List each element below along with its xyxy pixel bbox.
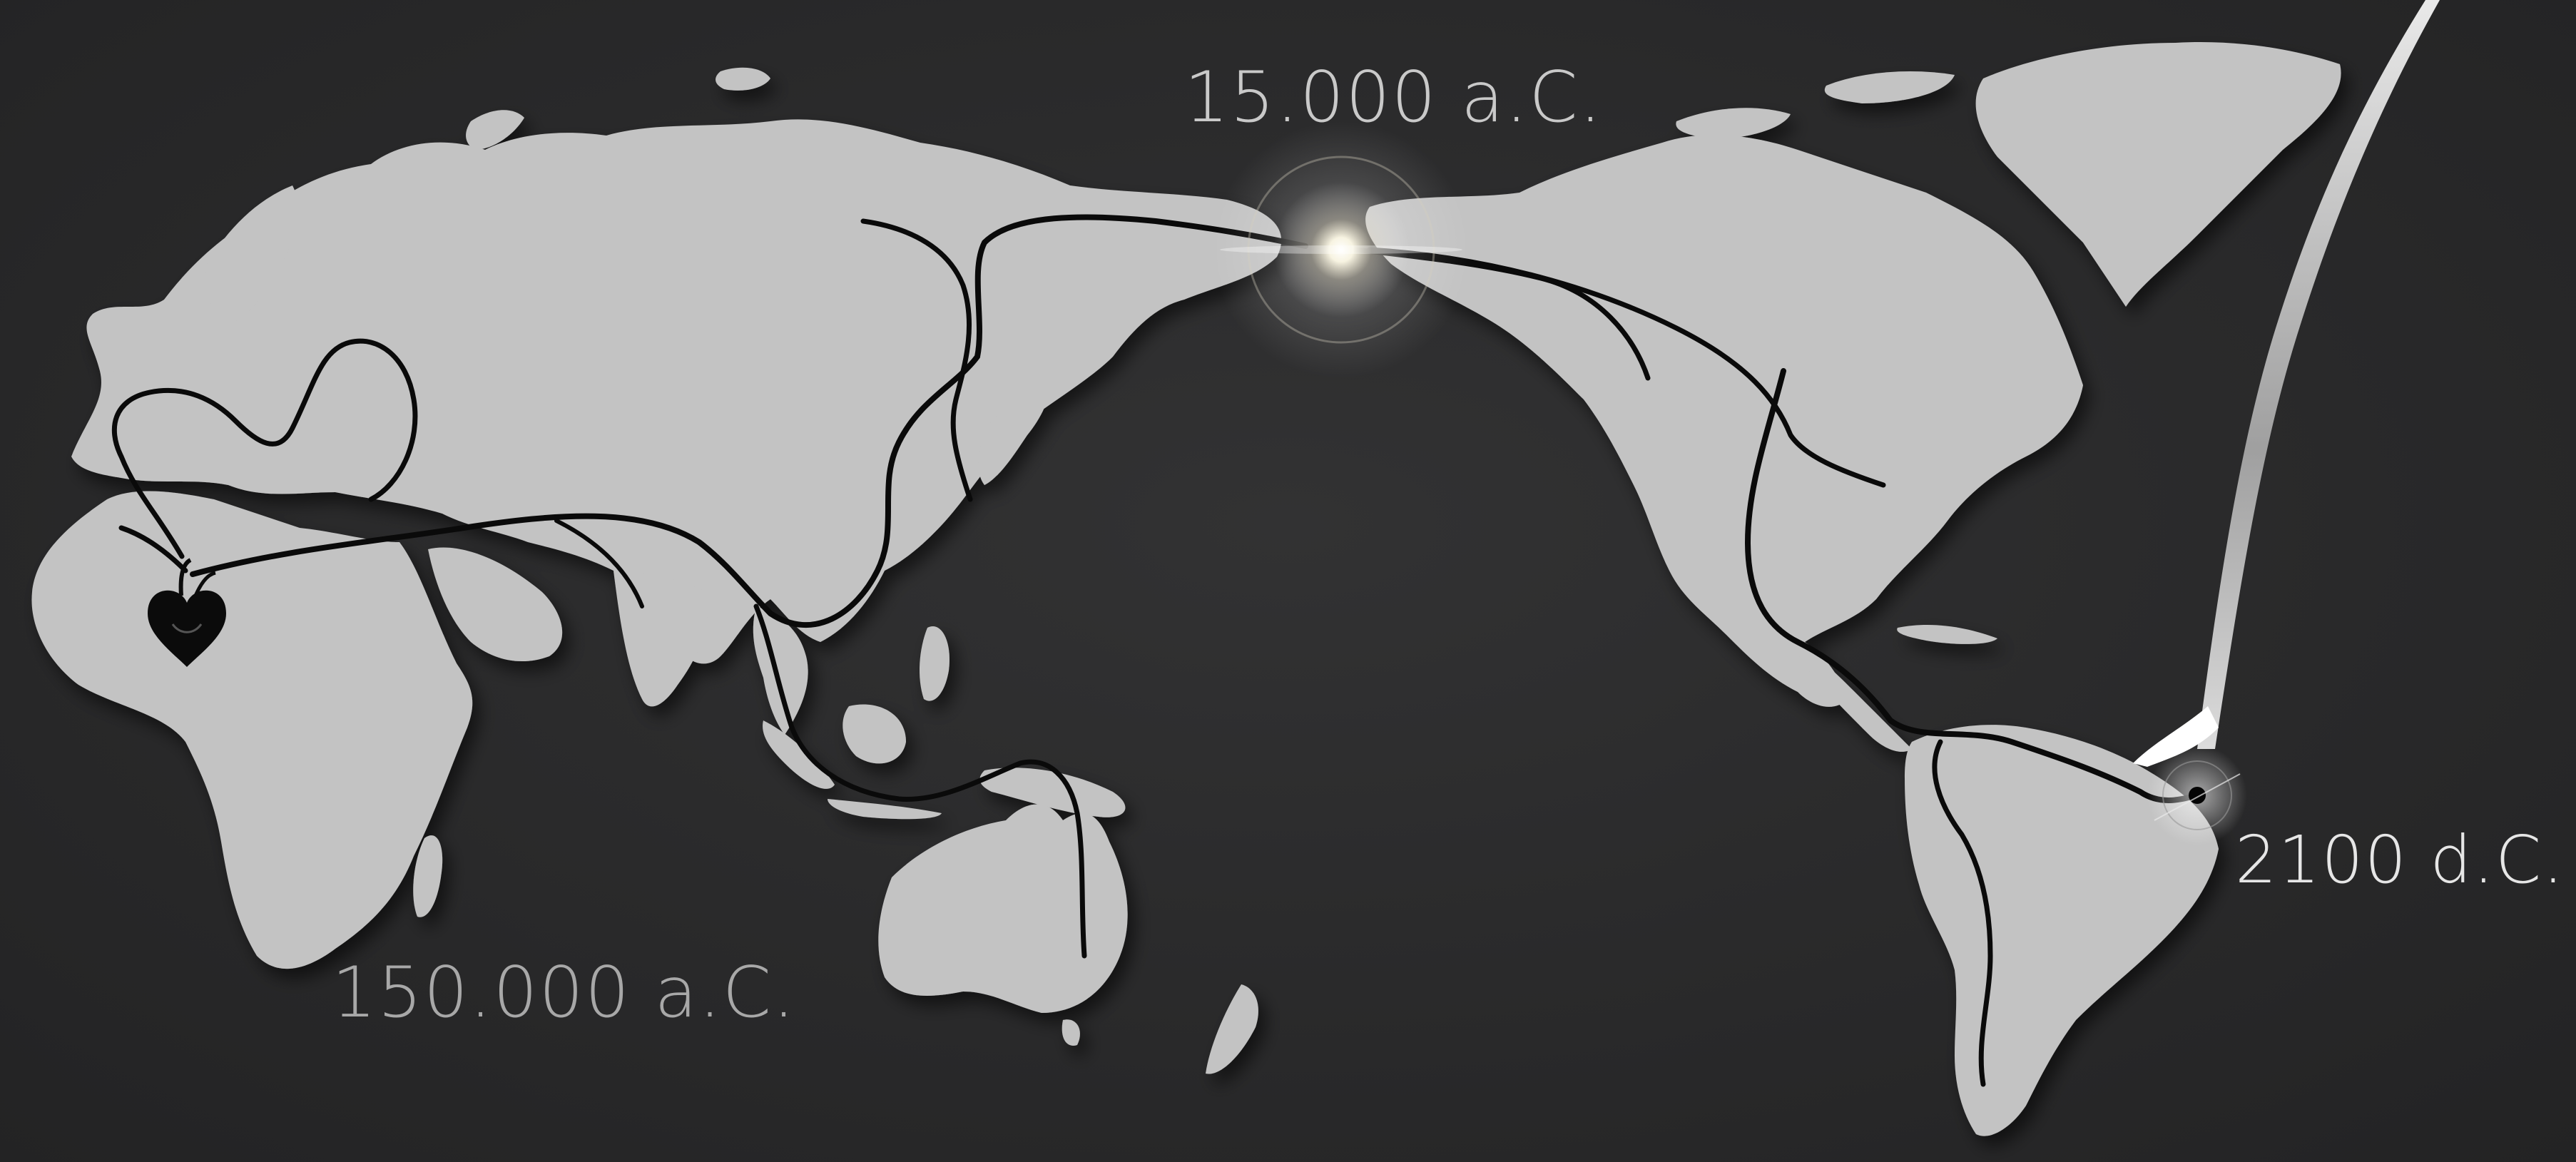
launch-plume — [2133, 706, 2219, 767]
tasmania-landmass — [1062, 1019, 1080, 1046]
japan-landmass — [978, 371, 1052, 485]
route-africa-to-west — [118, 525, 188, 574]
britain-landmass — [113, 335, 147, 403]
borneo-landmass — [842, 704, 906, 764]
flare-core — [1273, 182, 1409, 317]
madagascar-landmass — [413, 835, 443, 917]
arctic-island-2 — [1824, 71, 1955, 103]
sumatra-landmass — [763, 720, 835, 789]
route-africa-to-europe — [111, 338, 418, 559]
label-african-origin: 150.000 a.C. — [332, 952, 797, 1034]
philippines-landmass — [919, 626, 950, 701]
route-africa-to-asia — [190, 214, 1308, 628]
arctic-island-1 — [1676, 108, 1791, 139]
java-landmass — [828, 799, 942, 820]
africa-landmass — [31, 491, 473, 969]
novaya-zemlya-landmass — [466, 110, 524, 150]
heart-icon — [148, 558, 226, 667]
rocket-launch-icon — [2133, 0, 2440, 845]
label-bering-crossing: 15.000 a.C. — [1184, 57, 1603, 138]
flare-ring — [1247, 156, 1435, 344]
australia-landmass — [878, 804, 1128, 1013]
label-future-departure: 2100 d.C. — [2235, 822, 2565, 898]
route-asia-to-siberia — [860, 218, 973, 502]
newzealand-landmass — [1206, 984, 1258, 1074]
route-bering-to-america-east — [1367, 247, 1886, 488]
heart-detail — [171, 623, 203, 633]
route-asia-south — [554, 519, 644, 608]
svalbard-landmass — [716, 67, 770, 91]
heart-vessel-2 — [192, 571, 216, 600]
scandinavia-landmass — [205, 185, 299, 328]
route-asia-to-australia — [753, 603, 1087, 959]
light-flare-icon — [1213, 121, 1470, 378]
heart-vessel — [178, 558, 192, 596]
launch-flare-line — [2154, 773, 2241, 821]
heart-shape — [148, 590, 226, 667]
north-america-landmass — [1365, 135, 2083, 707]
route-south-america-west — [1932, 739, 1993, 1087]
launch-site-ring — [2162, 760, 2232, 830]
arabia-landmass — [428, 547, 563, 662]
india-landmass — [614, 571, 708, 707]
central-america-landmass — [1796, 642, 1912, 752]
cuba-landmass — [1897, 624, 1997, 644]
flare-streak — [1220, 245, 1462, 254]
greenland-landmass — [1975, 42, 2341, 307]
launch-site-dot — [2189, 787, 2206, 804]
launch-trail — [2197, 0, 2440, 749]
route-north-america-to-south — [1744, 368, 2200, 803]
newguinea-landmass — [979, 768, 1126, 817]
